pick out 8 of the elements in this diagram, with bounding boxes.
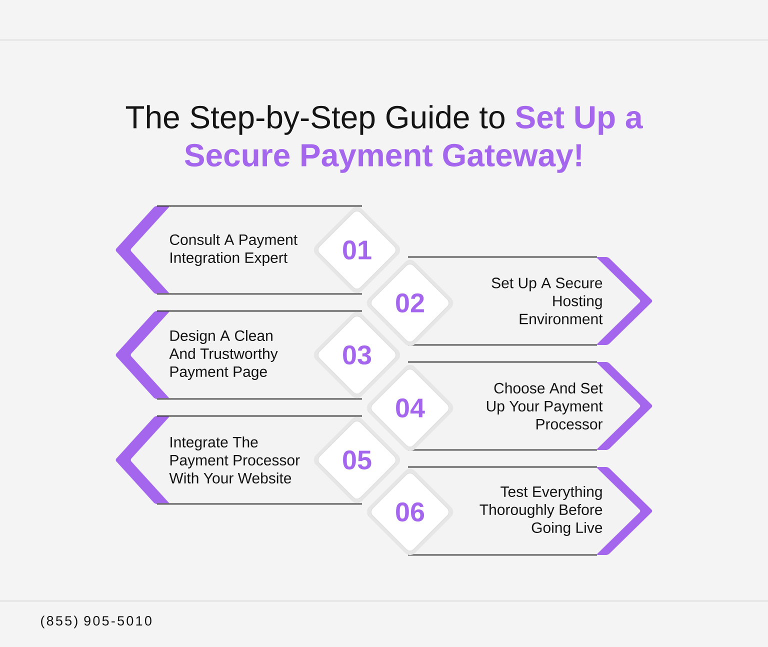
node-label: Consult A Payment Integration Expert [170,234,298,266]
node-label: Design A Clean And Trustworthy Payment Page [169,330,278,380]
title: The Step-by-Step Guide to Set Up a Secure Payment Gateway! [126,105,643,173]
phone-number: (855) 905-5010 [41,616,152,628]
node-label: Choose And Set Up Your Payment Processor [486,382,603,430]
node-label: Set Up A Secure Hosting Environment [492,278,603,324]
node-label: Test Everything Thoroughly Before Going Live [480,486,602,536]
node-label: Integrate The Payment Processor With Your Website [169,436,300,484]
